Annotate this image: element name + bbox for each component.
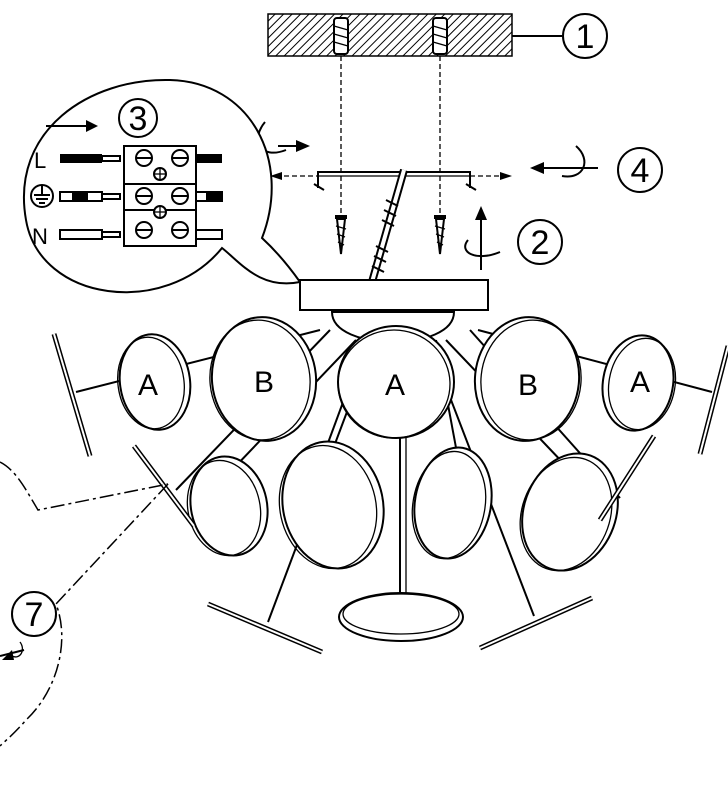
step-1-number: 1 xyxy=(576,18,595,56)
wire-label-live: L xyxy=(34,148,46,173)
shade-label: A xyxy=(385,369,405,402)
shade-label: B xyxy=(254,366,274,399)
lamp-disc xyxy=(338,592,464,642)
lamp-disc xyxy=(186,455,269,557)
step-3-marker: 3 xyxy=(118,98,158,138)
step-2-marker: 2 xyxy=(517,219,563,265)
terminal-block-icon xyxy=(123,145,197,247)
wall-anchor-left xyxy=(333,17,349,55)
shade-label: A xyxy=(138,369,158,402)
shade-label: B xyxy=(518,369,538,402)
screw-icon xyxy=(335,215,347,255)
rotate-arrow-icon xyxy=(530,145,598,178)
lamp-disc xyxy=(278,440,385,570)
step-4-marker: 4 xyxy=(617,147,663,193)
direction-arrow-icon xyxy=(46,120,98,132)
lamp-disc xyxy=(473,316,582,442)
step-7-marker: 7 xyxy=(11,591,57,637)
lamp-disc xyxy=(601,334,677,432)
ceiling xyxy=(267,13,513,57)
step-4-number: 4 xyxy=(631,152,650,190)
lamp-disc-edge xyxy=(51,333,728,655)
lamp-disc xyxy=(411,446,493,560)
wall-anchor-right xyxy=(432,17,448,55)
wire-ground xyxy=(59,191,121,202)
step-1-marker: 1 xyxy=(562,13,608,59)
shade-label: A xyxy=(630,366,650,399)
power-cable xyxy=(368,168,408,284)
earth-ground-icon xyxy=(30,184,54,208)
rotate-arrow-icon xyxy=(0,641,25,660)
step-7-number: 7 xyxy=(25,596,44,634)
bulb-detail-outline xyxy=(0,461,169,747)
screw-icon xyxy=(434,215,446,255)
lamp-disc xyxy=(337,325,455,439)
mounting-bracket xyxy=(270,171,512,191)
wire-label-neutral: N xyxy=(32,224,48,249)
wire-live xyxy=(60,154,121,163)
lamp-disc xyxy=(117,333,192,431)
wire-neutral xyxy=(59,229,121,240)
lamp-disc xyxy=(209,316,318,442)
lamp-disc xyxy=(519,452,619,572)
fixture-wires-out xyxy=(195,154,223,240)
step-2-number: 2 xyxy=(531,224,550,262)
rotate-arrow-icon xyxy=(464,206,501,270)
step-3-number: 3 xyxy=(129,100,148,138)
